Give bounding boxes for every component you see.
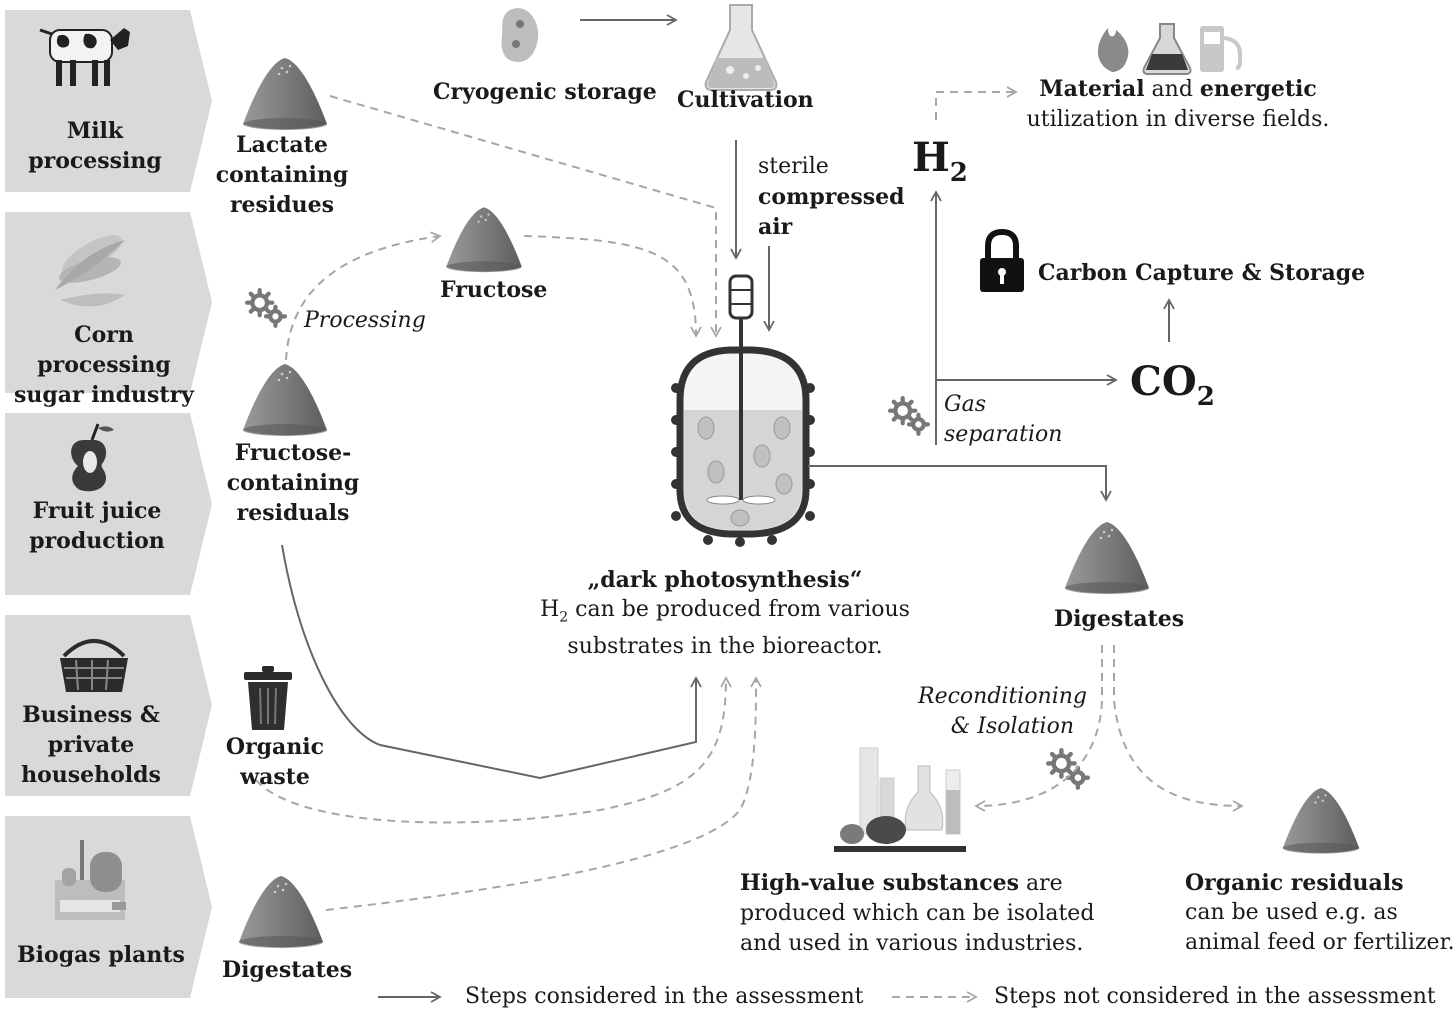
processing-label: Processing <box>304 308 426 333</box>
source-panels <box>5 10 212 998</box>
source-label-biogas: Biogas plants <box>17 942 185 968</box>
flask-icon <box>704 4 778 91</box>
biogas-plant-icon <box>55 840 126 920</box>
dashed-flows <box>255 86 1244 911</box>
bioreactor <box>671 274 815 547</box>
shopping-basket-icon <box>60 639 128 692</box>
gas-separation-gear-icon <box>890 398 928 434</box>
corn-icon <box>55 235 125 307</box>
co2-label: CO2 <box>1130 358 1215 413</box>
lock-icon <box>980 228 1024 292</box>
legend-solid-label: Steps considered in the assessment <box>465 984 864 1009</box>
flame-icon <box>1097 28 1129 72</box>
material-utilization-label: Material and energetic utilization in di… <box>1026 76 1330 132</box>
legend-dashed-label: Steps not considered in the assessment <box>994 984 1436 1009</box>
fructose-pile <box>446 207 522 273</box>
sterile-air-label: sterile compressed air <box>758 154 905 240</box>
trash-can-icon <box>244 666 292 730</box>
microbe-cell-icon <box>501 8 539 62</box>
high-value-substances-label: High-value substances are produced which… <box>740 870 1095 956</box>
digestates-label-right: Digestates <box>1054 606 1185 632</box>
cow-icon <box>39 28 130 86</box>
apple-core-icon <box>71 423 114 492</box>
digestates-pile-left <box>239 876 323 948</box>
solid-flows <box>281 14 1175 780</box>
h2-label: H2 <box>912 134 968 189</box>
ccs-label: Carbon Capture & Storage <box>1038 260 1366 286</box>
fuel-pump-icon <box>1200 26 1242 72</box>
reconditioning-gear-icon <box>1048 750 1088 787</box>
organic-residuals-label: Organic residuals can be used e.g. as an… <box>1185 870 1455 955</box>
organic-residuals-pile <box>1282 788 1360 854</box>
lactate-pile <box>243 58 327 130</box>
fructose-residuals-pile <box>243 364 327 436</box>
cryogenic-storage-label: Cryogenic storage <box>433 79 657 105</box>
fructose-label: Fructose <box>440 277 548 303</box>
digestates-pile-right <box>1065 522 1149 594</box>
reactor-caption: „dark photosynthesis“ H2 can be produced… <box>540 567 910 660</box>
lab-glassware-icon <box>834 747 966 852</box>
processing-gear-icon <box>247 290 285 326</box>
reconditioning-label: Reconditioning& Isolation <box>918 684 1088 739</box>
chemistry-flask-icon <box>1142 23 1192 75</box>
digestates-label-left: Digestates <box>222 957 353 983</box>
cultivation-label: Cultivation <box>677 87 814 113</box>
